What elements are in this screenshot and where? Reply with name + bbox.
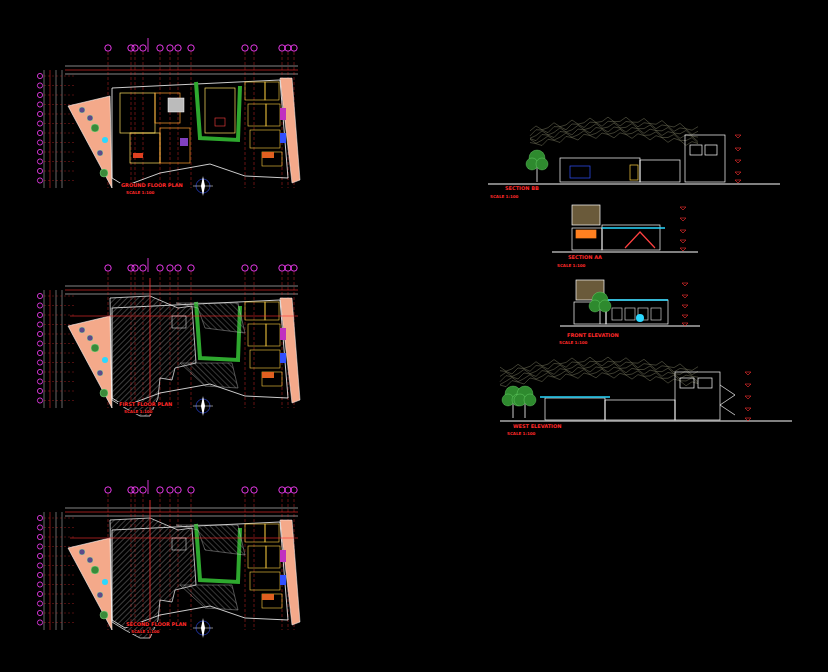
scale-note: SCALE 1:100 bbox=[506, 432, 536, 436]
scale-note: SCALE 1:100 bbox=[123, 410, 153, 414]
section-bb bbox=[488, 117, 780, 184]
drawing-title: SECTION BB bbox=[504, 186, 540, 191]
front-elevation bbox=[560, 280, 700, 326]
drawing-title: SECTION AA bbox=[567, 255, 603, 260]
drawing-title: FRONT ELEVATION bbox=[566, 333, 620, 338]
section-aa bbox=[552, 205, 698, 252]
first-plan bbox=[37, 258, 300, 416]
second-plan bbox=[37, 480, 300, 638]
scale-note: SCALE 1:100 bbox=[558, 341, 588, 345]
west-elevation bbox=[500, 357, 792, 421]
drawing-title: WEST ELEVATION bbox=[512, 424, 562, 429]
scale-note: SCALE 1:100 bbox=[489, 195, 519, 199]
ground-plan bbox=[37, 38, 300, 196]
scale-note: SCALE 1:100 bbox=[125, 191, 155, 195]
scale-note: SCALE 1:100 bbox=[130, 630, 160, 634]
drawing-title: GROUND FLOOR PLAN bbox=[120, 183, 184, 188]
drawing-title: SECOND FLOOR PLAN bbox=[125, 622, 187, 627]
drawing-title: FIRST FLOOR PLAN bbox=[118, 402, 173, 407]
scale-note: SCALE 1:100 bbox=[556, 264, 586, 268]
